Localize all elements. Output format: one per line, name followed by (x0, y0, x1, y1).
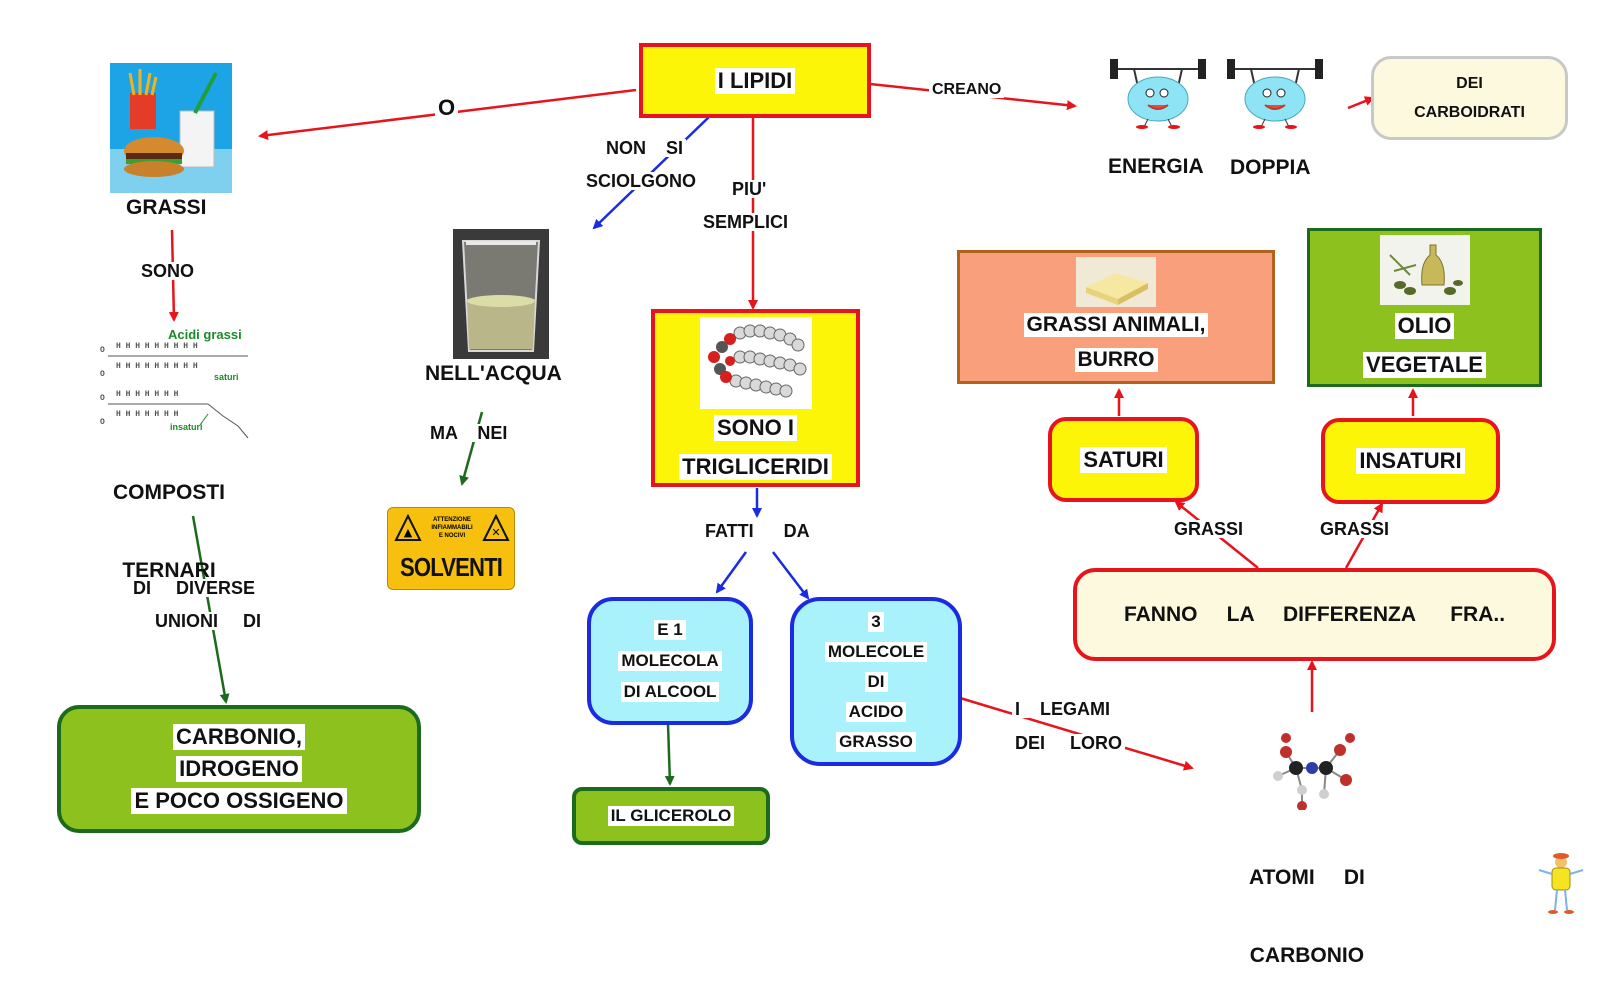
link-label-fatti-da: FATTI DA (702, 522, 813, 540)
svg-text:O: O (100, 370, 105, 379)
insaturi-text: insaturi (170, 422, 203, 432)
warning-icon: ▲ ✕ ATTENZIONE INFIAMMABILI E NOCIVI (394, 513, 510, 541)
node-atomi-line-1: ATOMI DI (1249, 866, 1365, 889)
food-image (110, 63, 232, 193)
node-atomi-line-2: CARBONIO (1249, 944, 1365, 967)
edge-fatti-acido (772, 551, 810, 600)
node-insaturi-label: INSATURI (1356, 448, 1465, 474)
node-energia[interactable]: ENERGIA (1108, 155, 1204, 178)
svg-text:▲: ▲ (404, 526, 413, 539)
node-saturi[interactable]: SATURI (1048, 417, 1199, 502)
node-carbonio[interactable]: CARBONIO, IDROGENO E POCO OSSIGENO (57, 705, 421, 833)
weightlifter-icon-2 (1227, 59, 1323, 129)
link-label-piu: PIU' (729, 180, 770, 198)
edge-fatti-alcool (715, 551, 748, 594)
node-acido-line-3: DI (864, 671, 888, 692)
link-label-grassi-left: GRASSI (1171, 520, 1247, 538)
svg-text:INFIAMMABILI: INFIAMMABILI (431, 525, 473, 531)
node-alcool[interactable]: E 1 MOLECOLA DI ALCOOL (587, 597, 753, 725)
node-solventi-label: SOLVENTI (399, 552, 503, 582)
weightlifter-icon-1 (1110, 59, 1206, 129)
node-atomi[interactable]: ATOMI DI CARBONIO (1249, 822, 1365, 990)
node-differenza[interactable]: FANNO LA DIFFERENZA FRA.. (1073, 568, 1556, 661)
node-doppia[interactable]: DOPPIA (1230, 156, 1311, 179)
svg-text:H H H H H H H H H: H H H H H H H H H (116, 342, 198, 351)
svg-text:H H H H H H H: H H H H H H H (116, 410, 179, 419)
node-lipidi-label: I LIPIDI (714, 67, 796, 94)
acidi-grassi-text: Acidi grassi (168, 327, 242, 342)
node-glicerolo[interactable]: IL GLICEROLO (572, 787, 770, 845)
node-grassi-animali-line-1: GRASSI ANIMALI, (1023, 313, 1209, 337)
node-carbonio-line-1: CARBONIO, (173, 724, 305, 750)
node-grassi-animali[interactable]: GRASSI ANIMALI, BURRO (957, 250, 1275, 384)
node-olio[interactable]: OLIO VEGETALE (1307, 228, 1542, 387)
node-olio-line-1: OLIO (1394, 313, 1455, 339)
link-label-dei-loro: DEI LORO (1012, 734, 1126, 752)
link-label-semplici: SEMPLICI (700, 213, 792, 231)
node-acido-line-5: GRASSO (836, 731, 916, 752)
fatty-acid-structure-image: Acidi grassi H H H H H H H H H H H H H H… (100, 327, 249, 439)
triglyceride-molecule-image (699, 317, 812, 409)
link-label-creano: CREANO (929, 82, 1005, 98)
node-composti-line-2: TERNARI (122, 559, 216, 582)
mascot-icon (1538, 853, 1584, 914)
node-lipidi[interactable]: I LIPIDI (639, 43, 871, 118)
node-alcool-line-1: E 1 (654, 620, 686, 640)
olive-oil-image (1379, 235, 1470, 305)
connector-layer (168, 82, 1418, 786)
link-label-unioni-di: UNIONI DI (152, 612, 265, 630)
saturi-text: saturi (214, 372, 239, 382)
node-carboidrati-line-1: DEI (1456, 74, 1483, 92)
node-carbonio-line-2: IDROGENO (176, 756, 302, 782)
svg-text:H H H H H H H: H H H H H H H (116, 390, 179, 399)
node-acido-line-1: 3 (868, 611, 884, 632)
link-label-sciolgono: SCIOLGONO (583, 172, 700, 190)
node-solventi[interactable]: ▲ ✕ ATTENZIONE INFIAMMABILI E NOCIVI SOL… (387, 507, 515, 590)
node-insaturi[interactable]: INSATURI (1321, 418, 1500, 504)
edge-composti-carbonio (191, 515, 230, 704)
node-trigliceridi-line-1: SONO I (713, 415, 797, 441)
link-label-di-diverse: DI DIVERSE (130, 579, 259, 597)
node-carboidrati[interactable]: DEI CARBOIDRATI (1371, 56, 1568, 140)
node-grassi[interactable]: GRASSI (126, 196, 207, 219)
svg-text:O: O (100, 346, 105, 355)
svg-text:H H H H H H H H H: H H H H H H H H H (116, 362, 198, 371)
node-carbonio-line-3: E POCO OSSIGENO (131, 788, 347, 814)
node-glicerolo-label: IL GLICEROLO (607, 806, 735, 826)
edge-energia-carboidrati (1347, 96, 1375, 110)
svg-text:E NOCIVI: E NOCIVI (439, 533, 466, 539)
svg-text:✕: ✕ (491, 526, 500, 539)
butter-image (1076, 257, 1156, 307)
edge-alcool-glicerolo (664, 723, 675, 786)
link-label-non-si: NON SI (603, 139, 687, 157)
link-label-ma-nei: MA NEI (427, 424, 511, 442)
link-label-o: O (435, 97, 459, 119)
node-grassi-animali-line-2: BURRO (1074, 348, 1158, 372)
svg-text:O: O (100, 394, 105, 403)
carbon-atoms-molecule-image (1273, 733, 1355, 810)
node-alcool-line-2: MOLECOLA (618, 651, 722, 671)
node-acido-line-2: MOLECOLE (824, 641, 928, 662)
node-trigliceridi-line-2: TRIGLICERIDI (679, 454, 832, 480)
svg-text:O: O (100, 418, 105, 427)
node-acqua[interactable]: NELL'ACQUA (425, 362, 562, 385)
edge-acido-atomi (959, 696, 1194, 771)
svg-text:ATTENZIONE: ATTENZIONE (433, 517, 471, 523)
node-composti-line-1: COMPOSTI (113, 481, 226, 504)
node-olio-line-2: VEGETALE (1363, 352, 1486, 378)
node-acido[interactable]: 3 MOLECOLE DI ACIDO GRASSO (790, 597, 962, 766)
node-differenza-label: FANNO LA DIFFERENZA FRA.. (1123, 602, 1506, 626)
node-composti[interactable]: COMPOSTI TERNARI (113, 437, 225, 605)
node-saturi-label: SATURI (1080, 446, 1167, 473)
node-alcool-line-3: DI ALCOOL (620, 682, 720, 702)
node-trigliceridi[interactable]: SONO I TRIGLICERIDI (651, 309, 860, 487)
link-label-sono: SONO (138, 262, 198, 280)
link-label-grassi-right: GRASSI (1317, 520, 1393, 538)
node-carboidrati-line-2: CARBOIDRATI (1414, 103, 1525, 121)
link-label-i-legami: I LEGAMI (1012, 700, 1114, 718)
node-acido-line-4: ACIDO (845, 701, 907, 722)
water-glass-image (453, 229, 549, 359)
